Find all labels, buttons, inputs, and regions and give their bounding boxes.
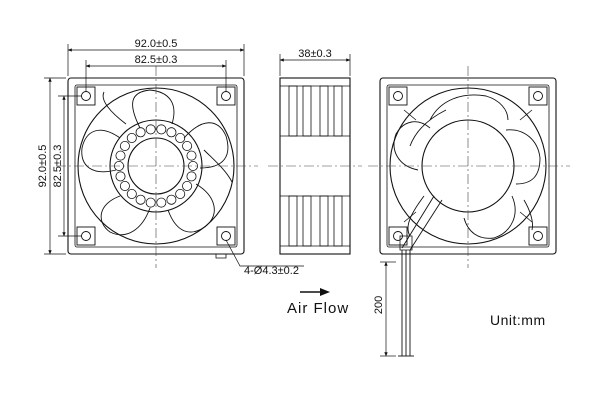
hub-vent-hole	[119, 140, 130, 151]
dim-front-overall-height: 92.0±0.5	[37, 145, 49, 188]
lead-length-dimension	[380, 261, 396, 357]
dim-hole-spec: 4-Ø4.3±0.2	[244, 265, 299, 277]
hub-vent-hole	[175, 132, 186, 143]
side-upper-ribs	[280, 85, 350, 137]
hub-vent-hole	[156, 124, 167, 135]
hub-vent-hole	[135, 127, 146, 138]
dim-front-overall-width: 92.0±0.5	[135, 38, 178, 50]
hub-vent-hole	[135, 194, 146, 205]
hub-vent-hole	[182, 140, 193, 151]
hub-vent-hole	[156, 197, 167, 208]
hub-vent-hole	[186, 171, 197, 182]
hub-vent-hole	[119, 180, 130, 191]
dim-side-depth: 38±0.3	[298, 48, 332, 60]
hub-vent-hole	[115, 150, 126, 161]
rear-blades	[393, 94, 541, 239]
hub-vent-hole	[115, 171, 126, 182]
arrow-right-icon	[300, 288, 330, 296]
hub-vent-hole	[175, 188, 186, 199]
side-dimensions	[279, 54, 351, 76]
side-lower-ribs	[280, 195, 350, 247]
lead-wires	[398, 250, 414, 357]
hub-vent-hole	[145, 124, 156, 135]
front-dimensions	[44, 44, 304, 267]
hub-vent-hole	[186, 150, 197, 161]
hub-vent-hole	[145, 197, 156, 208]
air-flow-label: Air Flow	[287, 300, 350, 317]
hub-vent-hole	[166, 127, 177, 138]
front-centerlines	[56, 66, 258, 268]
dim-lead-length: 200	[373, 296, 385, 314]
hub-vent-hole	[126, 132, 137, 143]
rear-corner-ribs	[403, 109, 533, 223]
unit-label: Unit:mm	[490, 312, 546, 328]
rear-centerlines	[368, 66, 570, 268]
dim-front-hole-spacing-height: 82.5±0.3	[52, 145, 64, 188]
front-blades	[81, 89, 233, 236]
dim-front-hole-spacing-width: 82.5±0.3	[135, 54, 178, 66]
hub-vent-hole	[166, 194, 177, 205]
hub-vent-hole	[182, 180, 193, 191]
hub-vent-hole	[126, 188, 137, 199]
